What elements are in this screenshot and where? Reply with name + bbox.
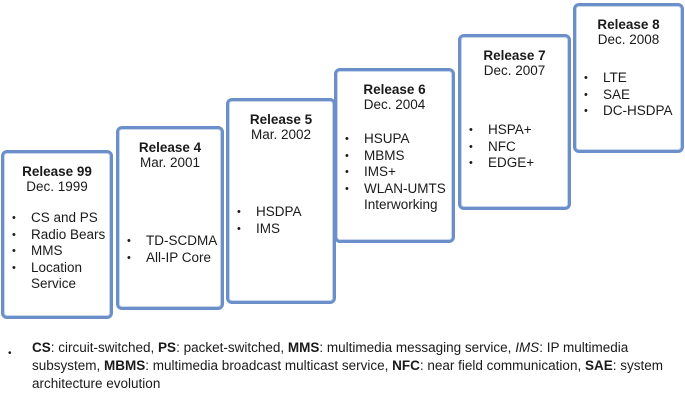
feature-label: WLAN-UMTS — [364, 180, 446, 196]
release-7-box: Release 7 Dec. 2007 • HSPA+ • NFC • EDGE+ — [458, 34, 571, 210]
legend-abbr: PS — [158, 340, 177, 355]
legend-def: : IP multimedia subsystem, — [32, 340, 629, 373]
legend-def: : multimedia broadcast multicast service… — [145, 358, 393, 373]
bullet-icon: • — [469, 124, 473, 136]
feature-item: • Radio Bears — [10, 227, 106, 244]
bullet-icon: • — [469, 157, 473, 169]
bullet-icon: • — [584, 88, 588, 101]
release-date: Dec. 2008 — [597, 32, 660, 47]
legend-abbr: MMS — [287, 340, 320, 355]
feature-label: SAE — [603, 86, 631, 102]
feature-list: • HSPA+ • NFC • EDGE+ — [467, 122, 564, 172]
feature-label: DC-HSDPA — [603, 103, 673, 118]
bullet-icon: • — [127, 235, 131, 247]
bullet-icon: • — [127, 251, 131, 264]
legend-abbr: MBMS — [104, 358, 146, 373]
release-title: Release 99 — [22, 164, 92, 179]
feature-item: • LTE — [582, 70, 677, 87]
bullet-icon: • — [12, 212, 16, 224]
bullet-icon: • — [237, 222, 241, 235]
feature-item: • TD-SCDMA — [125, 233, 217, 250]
legend-abbr: IMS — [515, 340, 540, 355]
feature-label: MBMS — [364, 147, 405, 163]
feature-item: • CS and PS — [10, 210, 106, 227]
feature-label: CS and PS — [31, 210, 98, 225]
feature-label: EDGE+ — [488, 155, 535, 170]
release-date: Mar. 2002 — [250, 127, 312, 142]
bullet-icon: • — [345, 133, 349, 145]
release-title: Release 5 — [249, 112, 313, 127]
bullet-icon: • — [345, 149, 349, 162]
legend-abbr: CS — [32, 340, 51, 355]
bullet-icon: • — [345, 166, 349, 178]
bullet-icon: • — [12, 245, 16, 257]
bullet-icon: • — [584, 72, 588, 84]
release-date: Dec. 2007 — [483, 63, 546, 78]
feature-item: • EDGE+ — [467, 155, 564, 172]
feature-label: IMS+ — [364, 164, 396, 179]
feature-label: LTE — [603, 70, 627, 85]
feature-item: • MMS — [10, 243, 106, 260]
feature-item: • All-IP Core — [125, 250, 217, 267]
release-8-box: Release 8 Dec. 2008 • LTE • SAE • DC-HSDPA — [573, 3, 684, 153]
legend-text: CS: circuit-switched, PS: packet-switche… — [4, 339, 679, 393]
bullet-icon: • — [12, 228, 16, 241]
legend-def: : multimedia messaging service, — [319, 340, 516, 355]
feature-label: HSUPA — [364, 131, 410, 146]
feature-item: • HSUPA — [343, 131, 448, 148]
feature-label: HSDPA — [256, 204, 302, 219]
bullet-icon: • — [345, 182, 349, 195]
release-title: Release 6 — [363, 82, 426, 97]
feature-label: Radio Bears — [31, 226, 106, 242]
legend-def: : circuit-switched, — [50, 340, 159, 355]
feature-item: • DC-HSDPA — [582, 103, 677, 120]
feature-list: • LTE • SAE • DC-HSDPA — [582, 70, 677, 120]
feature-item: • NFC — [467, 139, 564, 156]
feature-label: NFC — [488, 138, 516, 154]
feature-label: MMS — [31, 243, 63, 258]
feature-label-continued: Interworking — [364, 197, 438, 212]
feature-item: • SAE — [582, 87, 677, 104]
release-title: Release 8 — [597, 17, 660, 32]
legend-abbr: SAE — [584, 358, 613, 373]
release-5-box: Release 5 Mar. 2002 • HSDPA • IMS — [226, 98, 336, 304]
feature-label-continued: Service — [31, 276, 77, 291]
feature-item: • IMS+ — [343, 164, 448, 181]
feature-label: HSPA+ — [488, 122, 532, 137]
release-date: Dec. 2004 — [363, 97, 426, 112]
legend-def: : system architecture evolution — [32, 358, 663, 391]
release-4-box: Release 4 Mar. 2001 • TD-SCDMA • All-IP Co… — [116, 126, 224, 310]
feature-label: TD-SCDMA — [146, 233, 218, 248]
feature-list: • HSDPA • IMS — [235, 204, 329, 237]
release-title: Release 7 — [483, 48, 546, 63]
feature-item: • MBMS — [343, 148, 448, 165]
release-date: Dec. 1999 — [26, 179, 88, 194]
feature-item: • HSPA+ — [467, 122, 564, 139]
feature-list: • TD-SCDMA • All-IP Core — [125, 233, 217, 266]
legend-def: : packet-switched, — [176, 340, 288, 355]
release-6-box: Release 6 Dec. 2004 • HSUPA • MBMS • IMS+ •… — [334, 68, 455, 243]
bullet-icon: • — [8, 348, 12, 359]
feature-item: • IMS — [235, 221, 329, 238]
legend-abbr: NFC — [392, 358, 420, 373]
bullet-icon: • — [584, 105, 588, 117]
release-99-box: Release 99 Dec. 1999 • CS and PS • Radio B… — [1, 150, 113, 319]
bullet-icon: • — [237, 206, 241, 218]
legend-def: : near field communication, — [419, 358, 585, 373]
feature-label: IMS — [256, 220, 281, 236]
release-date: Mar. 2001 — [139, 155, 201, 170]
feature-label: Location — [31, 259, 83, 275]
feature-label: All-IP Core — [146, 249, 212, 265]
release-title: Release 4 — [138, 140, 202, 155]
bullet-icon: • — [469, 140, 473, 153]
abbreviation-legend: • CS: circuit-switched, PS: packet-switc… — [4, 339, 679, 393]
bullet-icon: • — [12, 261, 16, 274]
feature-item: • HSDPA — [235, 204, 329, 221]
